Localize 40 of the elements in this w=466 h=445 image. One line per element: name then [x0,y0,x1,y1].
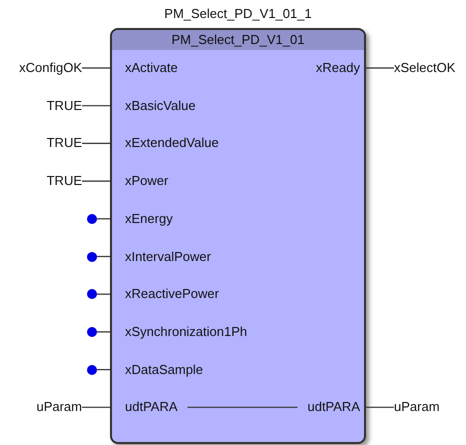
input-variable: TRUE [46,172,82,190]
unconnected-input-dot [87,252,97,262]
connection-line [97,294,112,295]
input-pin-label: xDataSample [112,360,214,379]
input-variable: TRUE [46,96,82,115]
input-pin-label: xExtendedValue [112,134,229,152]
input-pin-label: xSynchronization1Ph [112,322,258,341]
unconnected-input-dot [87,214,97,224]
connection-line [364,67,394,69]
input-pin-label: xReactivePower [112,285,229,304]
output-pin-label: xReady [306,59,364,77]
input-pin-label: xPower [112,172,178,190]
connection-line [97,256,112,258]
connection-line [82,406,112,408]
output-variable: uParam [394,398,440,416]
input-pin-label: xEnergy [112,210,183,228]
connection-line [82,142,112,144]
input-pin-label: udtPARA [112,398,188,416]
unconnected-input-dot [87,326,97,337]
output-pin-label: udtPARA [297,398,364,416]
connection-line [97,369,112,370]
connection-line [97,218,112,220]
unconnected-input-dot [87,289,97,300]
block-type-name: PM_Select_PD_V1_01 [112,30,364,50]
instance-name: PM_Select_PD_V1_01_1 [163,5,313,23]
output-variable: xSelectOK [394,59,456,77]
connection-line [188,406,298,408]
connection-line [82,180,112,182]
input-pin-label: xActivate [112,59,188,77]
input-variable: xConfigOK [19,59,82,77]
connection-line [82,67,112,69]
unconnected-input-dot [87,364,97,375]
input-pin-label: xBasicValue [112,96,206,115]
input-pin-label: xIntervalPower [112,248,221,266]
function-block [110,28,366,444]
connection-line [82,105,112,106]
input-variable: TRUE [46,134,82,152]
connection-line [97,331,112,332]
input-variable: uParam [36,398,82,416]
connection-line [364,406,394,408]
